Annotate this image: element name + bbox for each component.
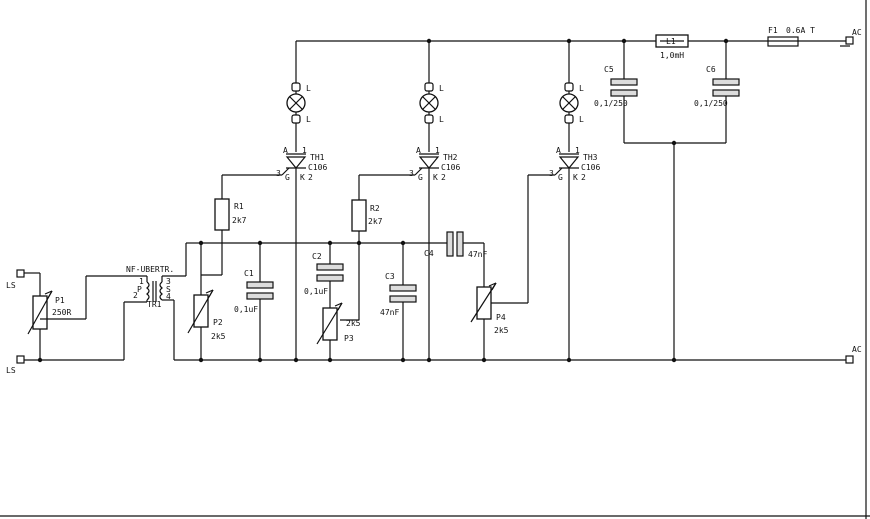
p3-value: 2k5 [346,319,361,328]
thyristor-th3 [554,153,580,360]
capacitor-c4 [446,231,464,257]
th2-name: TH2 [443,153,458,162]
ac-label-top: AC [852,28,862,37]
capacitor-c3 [389,243,417,360]
p4-value: 2k5 [494,326,509,335]
c5-value: 0,1/250 [594,99,628,108]
l1-value: 1,0mH [660,51,684,60]
th3-pin-g: G [558,173,563,182]
c6-name: C6 [706,65,716,74]
c6-value: 0,1/250 [694,99,728,108]
th3-pin-k: K [573,173,578,182]
c3-name: C3 [385,272,395,281]
ac-label-bottom: AC [852,345,862,354]
p3-name: P3 [344,334,354,343]
p1-name: P1 [55,296,65,305]
lamp-2-label-top: L [439,84,444,93]
lamp-2-label-bottom: L [439,115,444,124]
th2-type: C106 [441,163,460,172]
c2-value: 0,1uF [304,287,328,296]
tr1-pin-1: 1 [139,277,144,286]
resistor-r1 [214,174,282,275]
p1-value: 250R [52,308,71,317]
tr1-pin-3: 3 [166,277,171,286]
ls-terminal-top [16,269,40,278]
c3-value: 47nF [380,308,399,317]
th1-type: C106 [308,163,327,172]
potentiometer-p3 [316,243,360,360]
ac-terminal-bottom [845,355,854,364]
tr1-pin-p: P [137,285,142,294]
lamp-3-label-top: L [579,84,584,93]
th1-pin-2: 2 [308,173,313,182]
th1-pin-k: K [300,173,305,182]
th3-pin-a: A [556,146,561,155]
capacitor-c5 [610,41,638,143]
transformer-tr1 [104,242,201,361]
tr1-pin-2: 2 [133,291,138,300]
resistor-r2 [351,174,415,243]
r1-value: 2k7 [232,216,247,225]
th3-pin-1: 1 [575,146,580,155]
th1-name: TH1 [310,153,325,162]
capacitor-c6 [712,41,740,143]
th3-pin-2: 2 [581,173,586,182]
lamp-3 [559,41,579,152]
c4-name: C4 [424,249,434,258]
lamp-2 [419,41,439,152]
potentiometer-p1 [27,273,147,360]
th1-pin-g: G [285,173,290,182]
lamp-3-label-bottom: L [579,115,584,124]
c1-name: C1 [244,269,254,278]
thyristor-th1 [281,153,307,360]
tr1-pin-4: 4 [166,292,171,301]
l1-name: L1 [666,37,676,46]
ls-label-top: LS [6,281,16,290]
fuse-f1 [767,36,799,47]
filter-common-wire [624,142,726,360]
lamp-1-label-top: L [306,84,311,93]
thyristor-th2 [414,153,440,360]
r1-name: R1 [234,202,244,211]
th2-pin-1: 1 [435,146,440,155]
potentiometer-p4 [470,174,555,360]
ls-label-bottom: LS [6,366,16,375]
r2-value: 2k7 [368,217,383,226]
c2-name: C2 [312,252,322,261]
ac-terminal-top [840,36,854,47]
c1-value: 0,1uF [234,305,258,314]
th2-pin-2: 2 [441,173,446,182]
capacitor-c1 [246,243,274,360]
th2-pin-a: A [416,146,421,155]
f1-name: F1 [768,26,778,35]
th2-pin-g: G [418,173,423,182]
capacitor-c2 [316,243,344,308]
tr1-name: TR1 [147,300,162,309]
signal-line [200,242,484,275]
th1-pin-a: A [283,146,288,155]
th3-name: TH3 [583,153,598,162]
tr1-pin-s: S [166,285,171,294]
th3-type: C106 [581,163,600,172]
tr1-title: NF-UBERTR. [126,265,174,274]
p4-name: P4 [496,313,506,322]
r2-name: R2 [370,204,380,213]
c5-name: C5 [604,65,614,74]
th3-pin-3: 3 [549,169,554,178]
th1-pin-1: 1 [302,146,307,155]
p2-name: P2 [213,318,223,327]
inductor-l1 [655,34,689,48]
th2-pin-k: K [433,173,438,182]
lamp-1-label-bottom: L [306,115,311,124]
th1-pin-3: 3 [276,169,281,178]
p2-value: 2k5 [211,332,226,341]
ls-terminal-bottom [16,355,104,364]
junction-dots [37,38,729,363]
c4-value: 47nF [468,250,487,259]
lamp-1 [286,41,306,152]
th2-pin-3: 3 [409,169,414,178]
f1-value: 0.6A T [786,26,815,35]
potentiometer-p2 [187,274,222,360]
